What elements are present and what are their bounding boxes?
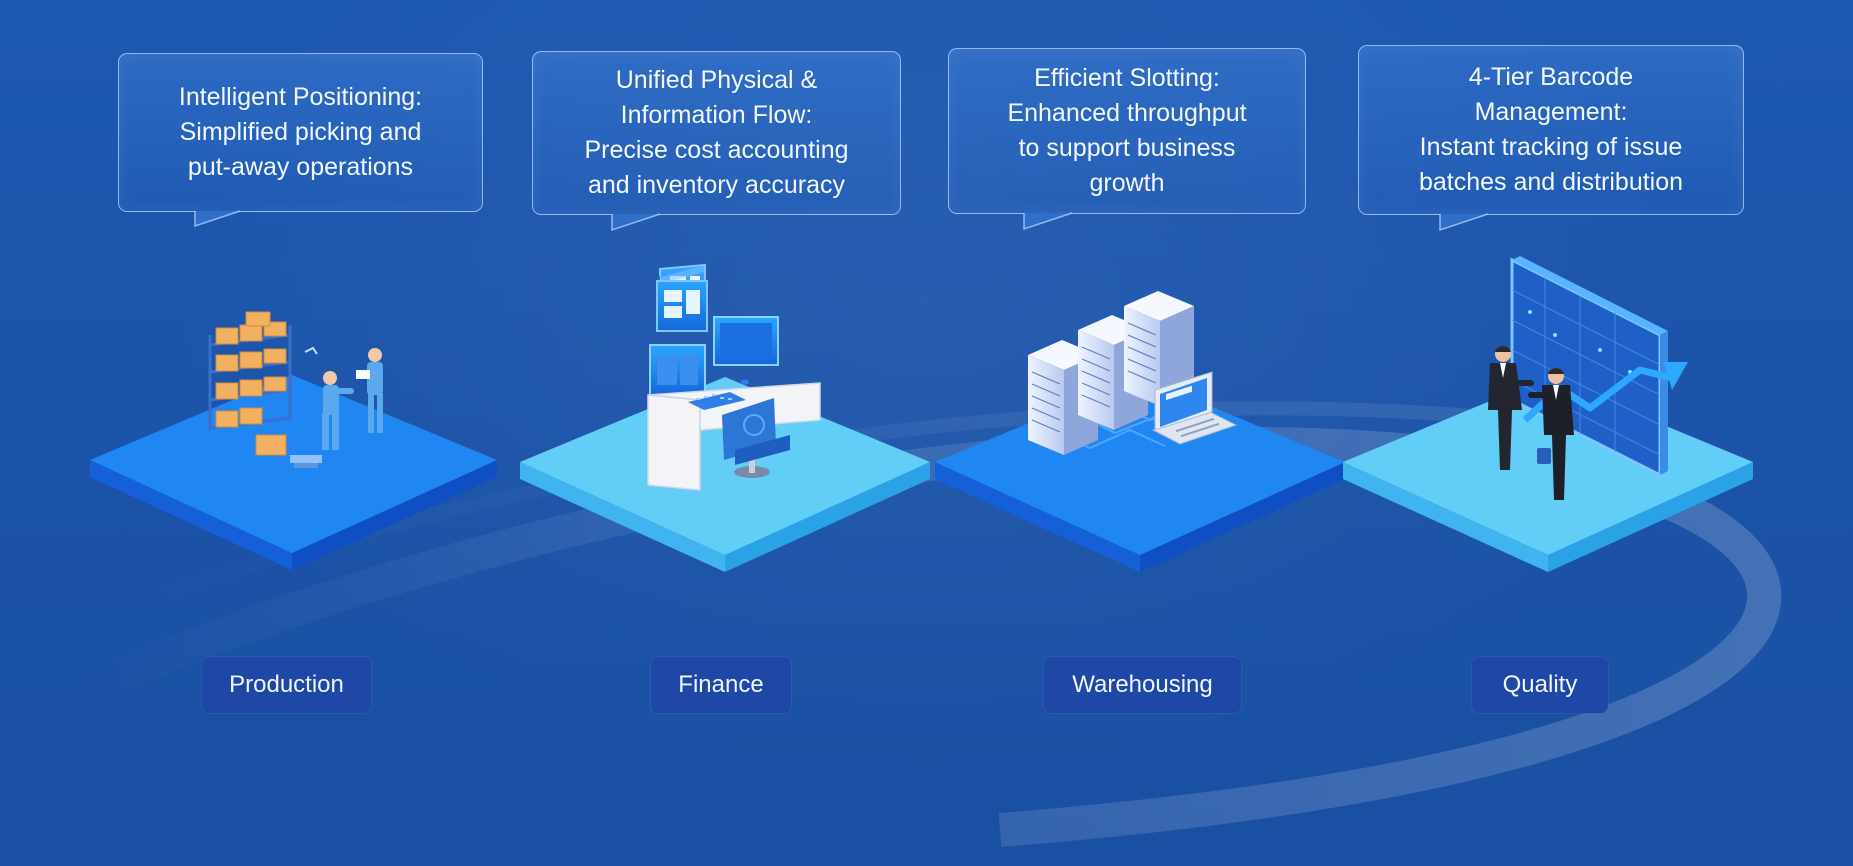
callout-line: put-away operations — [187, 153, 414, 181]
callout-warehousing: Efficient Slotting: Enhanced throughput … — [948, 48, 1306, 214]
callout-text: Intelligent Positioning: Simplified pick… — [165, 80, 436, 185]
callout-line: Instant tracking of issue — [1419, 133, 1683, 161]
callout-line: to support business — [1018, 134, 1236, 162]
callout-line: and inventory accuracy — [587, 171, 846, 199]
callout-line: Precise cost accounting — [584, 136, 849, 164]
callout-line: Enhanced throughput — [1007, 99, 1247, 127]
label-warehousing: Warehousing — [1044, 657, 1241, 713]
callout-text: Efficient Slotting: Enhanced throughput … — [993, 61, 1260, 201]
callout-line: Information Flow: — [620, 101, 813, 129]
callout-line: Simplified picking and — [179, 118, 422, 146]
callout-line: batches and distribution — [1418, 168, 1684, 196]
callout-line: 4-Tier Barcode — [1468, 63, 1634, 91]
callout-quality: 4-Tier Barcode Management: Instant track… — [1358, 45, 1744, 215]
callout-line: Efficient Slotting: — [1034, 64, 1220, 92]
callout-line: growth — [1089, 169, 1165, 197]
callout-production: Intelligent Positioning: Simplified pick… — [118, 53, 483, 212]
server-racks-laptop-icon — [1028, 291, 1238, 455]
label-quality: Quality — [1472, 657, 1608, 713]
callout-line: Unified Physical & — [615, 66, 818, 94]
platform-production — [90, 375, 497, 570]
callout-text: 4-Tier Barcode Management: Instant track… — [1405, 60, 1697, 200]
callout-finance: Unified Physical & Information Flow: Pre… — [532, 51, 901, 215]
computer-workstation-icon — [647, 263, 821, 491]
callout-line: Intelligent Positioning: — [178, 83, 423, 111]
label-production: Production — [202, 657, 371, 713]
callout-text: Unified Physical & Information Flow: Pre… — [570, 63, 862, 203]
callout-line: Management: — [1474, 98, 1628, 126]
handshake-growth-chart-icon — [1488, 256, 1688, 500]
label-finance: Finance — [651, 657, 791, 713]
warehouse-workers-shelf-icon — [208, 311, 383, 468]
platform-finance — [520, 377, 930, 572]
